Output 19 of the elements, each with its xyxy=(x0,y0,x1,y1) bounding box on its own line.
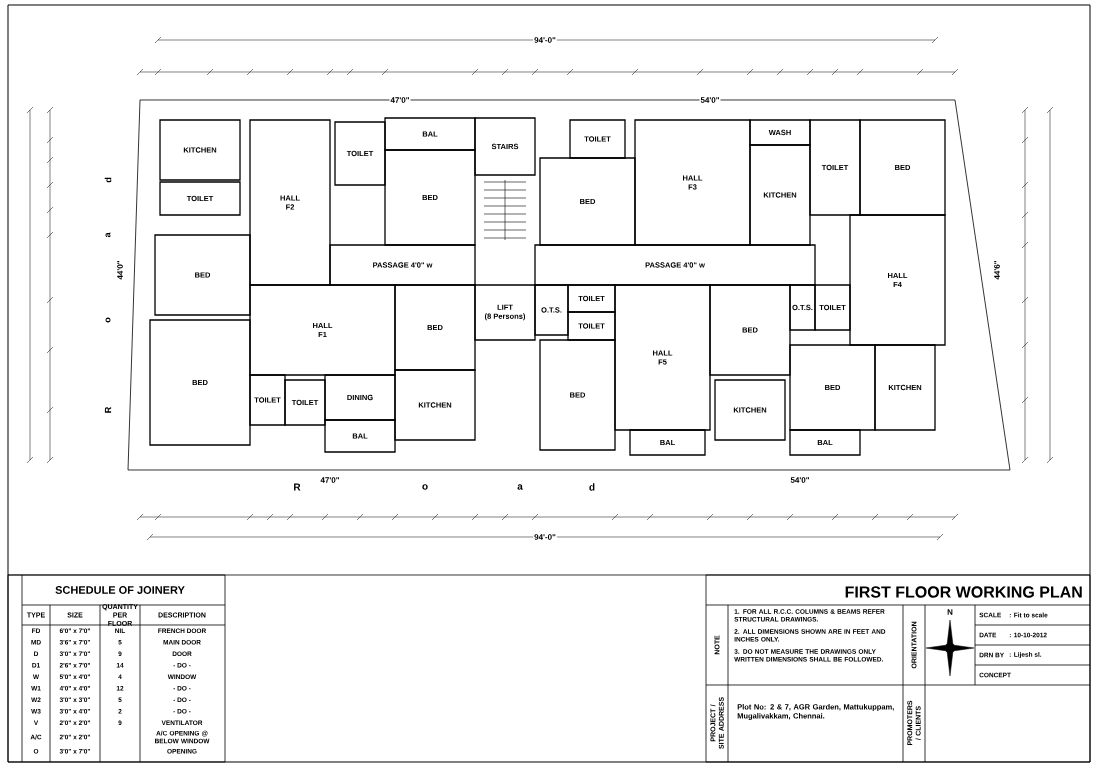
road-label: o xyxy=(422,484,428,490)
dimension-label: 44'0" xyxy=(116,259,124,281)
dimension-label: 47'0" xyxy=(319,476,341,484)
compass-letter: N xyxy=(947,609,953,615)
road-label: R xyxy=(104,406,112,413)
road-label: d xyxy=(589,483,595,491)
dimension-label: 44'6" xyxy=(993,259,1001,281)
road-label: a xyxy=(105,232,111,238)
dimension-label: 94'-0" xyxy=(533,36,557,44)
drawing-title: FIRST FLOOR WORKING PLAN xyxy=(845,586,1082,598)
dimension-label: 47'0" xyxy=(389,96,411,104)
road-label: d xyxy=(104,177,112,183)
road-label: a xyxy=(517,484,523,490)
road-label: R xyxy=(294,483,301,491)
dimension-label: 94'-0" xyxy=(533,533,557,541)
dimension-label: 54'0" xyxy=(789,476,811,484)
road-label: o xyxy=(105,317,111,323)
dimension-label: 54'0" xyxy=(699,96,721,104)
table-title: SCHEDULE OF JOINERY xyxy=(55,586,185,594)
